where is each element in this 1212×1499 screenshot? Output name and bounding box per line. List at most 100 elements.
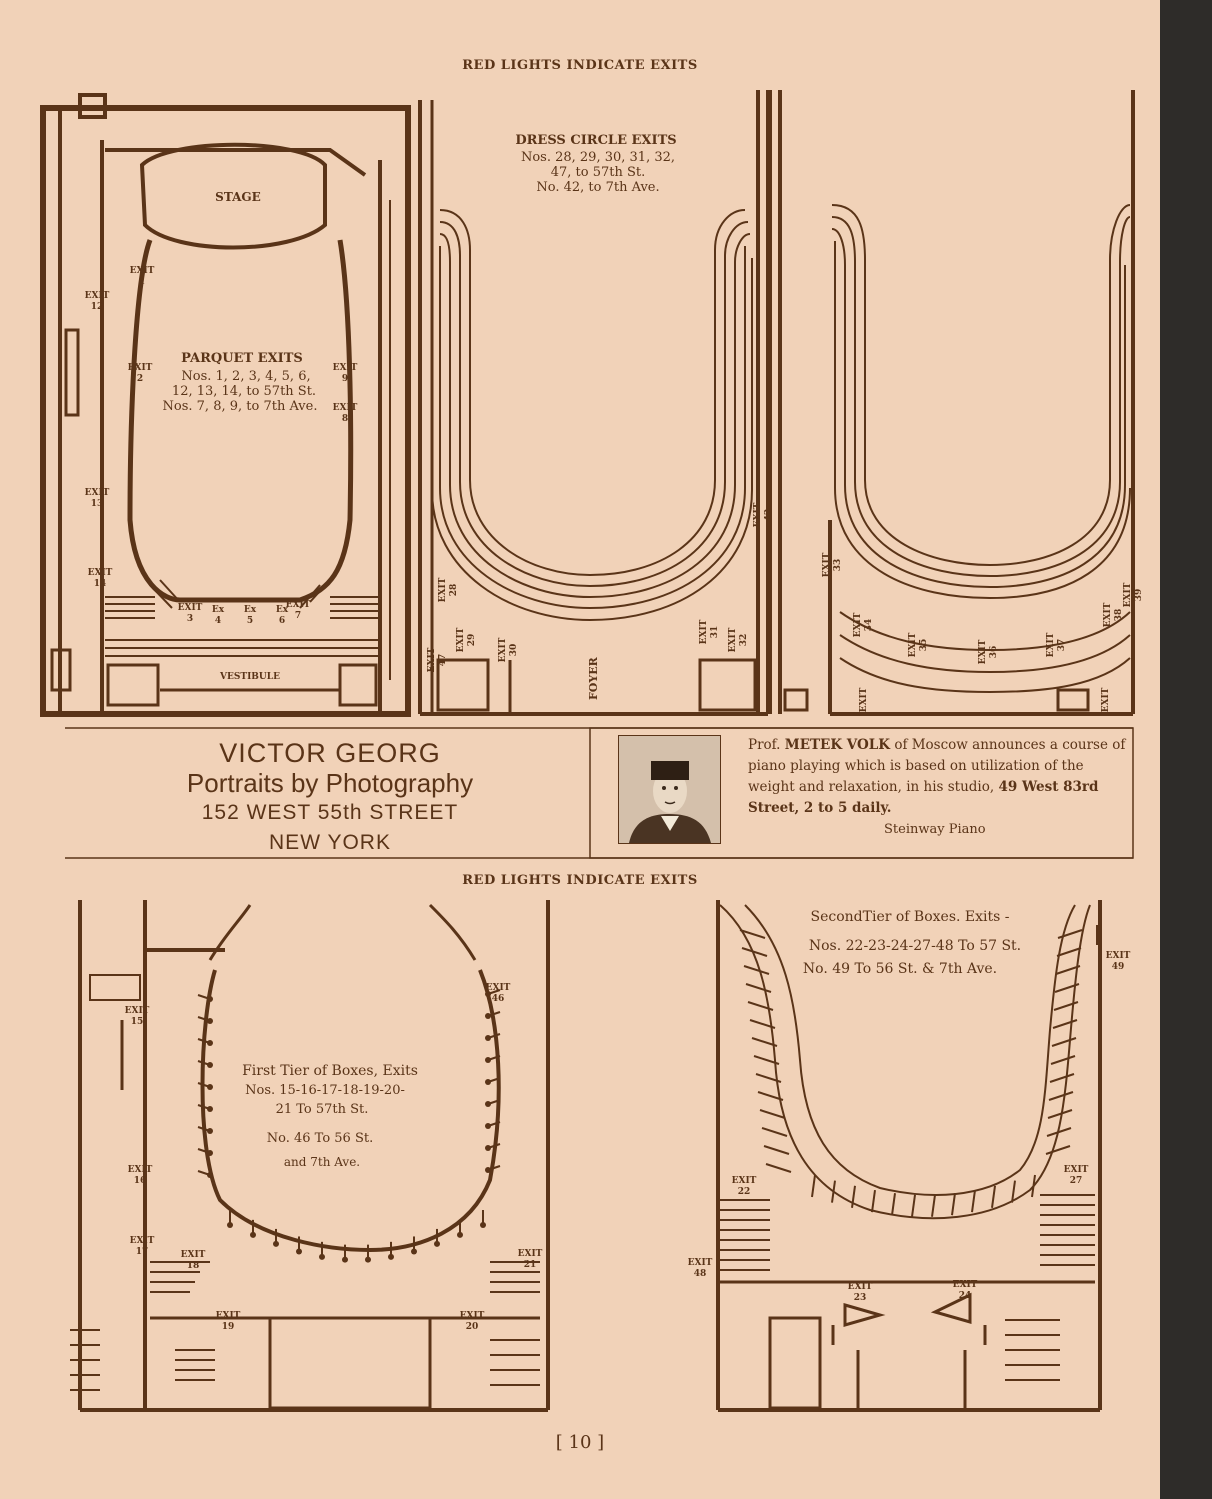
header-mid: RED LIGHTS INDICATE EXITS (462, 873, 698, 888)
volk-prefix: Prof. (748, 737, 781, 753)
box-marker (485, 1123, 491, 1129)
exit-label: EXIT35 (908, 632, 929, 657)
first-tier-line4: No. 46 To 56 St. (267, 1131, 373, 1146)
exit-label: EXIT37 (1046, 632, 1067, 657)
box-divider (1046, 1127, 1072, 1137)
box-divider (951, 1193, 956, 1216)
box-divider (1011, 1180, 1016, 1203)
georg-street: 152 WEST 55th STREET (201, 801, 459, 824)
box-divider (1048, 1091, 1074, 1101)
volk-name: METEK VOLK (784, 737, 891, 753)
second-tier-boxes (739, 929, 1083, 1217)
box-divider (851, 1185, 856, 1208)
box-divider (743, 965, 770, 975)
foyer-label: FOYER (587, 656, 600, 700)
volk-ad: Prof. METEK VOLK of Moscow announces a c… (748, 735, 1133, 819)
box-divider (741, 947, 768, 957)
box-divider (871, 1189, 876, 1213)
box-marker (457, 1231, 463, 1238)
exit-label: EXIT (859, 687, 869, 712)
box-divider (1054, 983, 1080, 993)
exit-label: EXIT42 (753, 502, 774, 527)
box-divider (931, 1194, 936, 1217)
box-divider (1056, 947, 1082, 957)
box-divider (971, 1189, 976, 1213)
box-marker (365, 1256, 371, 1263)
dress-circle-line3: No. 42, to 7th Ave. (536, 180, 659, 195)
exit-label: EXIT38 (1103, 602, 1124, 627)
box-divider (739, 929, 766, 939)
first-tier-line3: 21 To 57th St. (276, 1102, 369, 1117)
box-marker (227, 1222, 233, 1228)
box-divider (1045, 1145, 1071, 1155)
first-tier-line1: First Tier of Boxes, Exits (242, 1063, 418, 1079)
box-marker (485, 1101, 491, 1107)
box-divider (911, 1194, 916, 1217)
box-divider (763, 1145, 790, 1155)
first-tier-plan (70, 900, 550, 1412)
exit-label: EXIT47 (427, 647, 448, 672)
exit-label: EXIT30 (498, 637, 519, 662)
box-divider (749, 1019, 776, 1029)
georg-subtitle: Portraits by Photography (186, 768, 474, 798)
box-marker (485, 1167, 491, 1173)
victor-georg-ad: VICTOR GEORG Portraits by Photography 15… (70, 738, 590, 858)
first-tier-boxes (197, 989, 501, 1263)
exit-label: EXIT32 (728, 627, 749, 652)
floor-plans: STAGE VESTIBULE PARQUET EXITS Nos. 1, 2,… (40, 90, 1144, 1412)
box-divider (745, 983, 772, 993)
box-divider (1031, 1174, 1036, 1198)
second-tier-line3: No. 49 To 56 St. & 7th Ave. (803, 961, 997, 977)
box-marker (296, 1248, 302, 1255)
box-marker (485, 1145, 491, 1151)
box-marker (485, 1035, 491, 1041)
balcony-plan (768, 90, 1135, 716)
volk-address: 49 West 83rd Street, 2 to 5 daily. (748, 779, 1099, 816)
box-marker (207, 1084, 213, 1090)
exit-label: EXIT34 (853, 612, 874, 637)
box-marker (207, 1040, 213, 1046)
parquet-line1: Nos. 1, 2, 3, 4, 5, 6, (181, 369, 310, 384)
second-tier-line1: SecondTier of Boxes. Exits - (811, 909, 1010, 925)
second-tier-line2: Nos. 22-23-24-27-48 To 57 St. (809, 938, 1021, 954)
portrait-photo (618, 735, 721, 844)
georg-city: NEW YORK (269, 831, 391, 854)
box-marker (207, 1150, 213, 1156)
box-marker (273, 1240, 279, 1247)
box-marker (319, 1253, 325, 1260)
box-marker (480, 1222, 486, 1228)
stage-label: STAGE (215, 190, 261, 204)
parquet-plan (40, 93, 411, 717)
header-top: RED LIGHTS INDICATE EXITS (462, 58, 698, 73)
box-divider (1052, 1019, 1078, 1029)
box-marker (207, 1128, 213, 1134)
box-divider (755, 1073, 782, 1083)
exit-label: EXIT (1101, 687, 1111, 712)
dress-circle-line2: 47, to 57th St. (551, 165, 646, 180)
box-divider (991, 1185, 996, 1208)
exit-label: EXIT28 (438, 577, 459, 602)
box-marker (207, 1018, 213, 1024)
dress-circle-line1: Nos. 28, 29, 30, 31, 32, (521, 150, 675, 165)
box-divider (891, 1193, 896, 1216)
parquet-title: PARQUET EXITS (181, 351, 303, 366)
box-divider (1050, 1055, 1076, 1065)
steinway-piano: Steinway Piano (884, 822, 986, 837)
box-marker (485, 991, 491, 997)
georg-name: VICTOR GEORG (219, 738, 441, 768)
box-marker (485, 1013, 491, 1019)
